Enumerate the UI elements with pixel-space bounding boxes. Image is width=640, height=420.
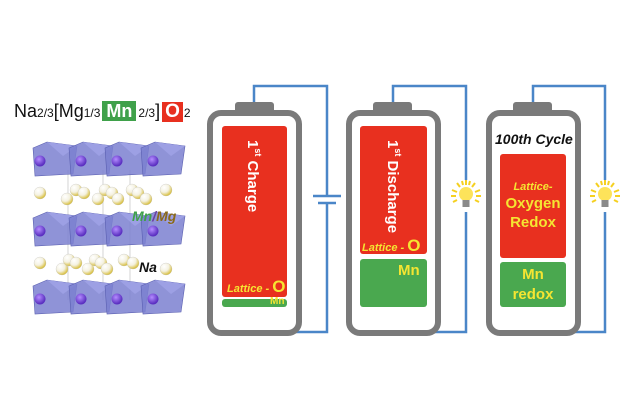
mn-atom [111,155,123,167]
battery-2-green-fill [360,259,427,307]
formula-mn-box: Mn [102,101,137,121]
mn-mg-label: Mn/Mg [132,208,176,224]
wire-3-top [531,84,607,180]
mn-atom [147,155,159,167]
na-label: Na [139,259,157,275]
battery-1-mn-label: Mn [270,296,285,307]
discharge-text: Discharge [384,156,401,234]
formula-o-box: O [162,102,183,122]
battery-1-red-fill [222,126,287,297]
formula-bracket-close: ] [155,101,161,121]
octahedron-face [83,142,113,156]
mn-atom [75,225,87,237]
battery-3-red-line3: Redox [510,214,556,231]
octahedron-face [83,212,113,226]
slash-label: / [152,208,157,224]
mn-atom [34,293,46,305]
battery-2-lattice-label: Lattice - O [362,236,420,256]
na-atom [60,192,74,206]
light-bulb-icon-2 [590,180,620,207]
battery-2-mn-label: Mn [398,262,420,279]
na-atom [33,256,47,270]
battery-3-green-line2: redox [512,286,554,303]
octahedron-face [119,280,149,294]
na-atom [81,262,95,276]
na-atom [100,262,114,276]
mn-atom [75,155,87,167]
battery-1-label: 1st Charge [244,140,263,212]
octahedron-face [83,280,113,294]
lattice-o: O [272,277,286,296]
na-atom [111,192,125,206]
charge-text: Charge [244,156,261,213]
wire-1-top [252,84,329,196]
mn-atom [75,293,87,305]
formula-mg: [Mg [53,101,84,121]
mn-atom [34,225,46,237]
light-bulb-icon-1 [451,180,481,207]
battery-1-lattice-label: Lattice - O [227,277,285,297]
octahedron-face [47,212,77,226]
battery-3-red-line2: Oxygen [505,195,561,212]
na-atom [91,192,105,206]
battery-3-red-line1: Lattice- [513,181,553,193]
formula-na: Na [14,101,38,121]
na-atom [33,186,47,200]
octahedron-face [47,280,77,294]
lattice-text: Lattice - [227,283,273,295]
octahedron-face [47,142,77,156]
octahedron-face [155,142,185,156]
mn-atom [147,225,159,237]
octahedron-face [155,280,185,294]
battery-3-red-fill [500,154,566,258]
mn-atom [34,155,46,167]
na-atom [159,262,173,276]
mn-atom [147,293,159,305]
wire-2-top [391,84,468,180]
na-atom [77,186,91,200]
mn-label: Mn [132,208,153,224]
na-atom [55,262,69,276]
formula-mg-sub: 1/3 [83,106,101,120]
battery-3-title: 100th Cycle [495,131,573,147]
ordinal-sup: st [253,148,263,157]
formula-na-sub: 2/3 [37,106,54,120]
ordinal-number: 1 [244,140,261,149]
octahedron-face [119,142,149,156]
formula-o-sub: 2 [183,106,191,120]
mn-atom [111,293,123,305]
battery-2-red-fill [360,126,427,254]
lattice-o: O [407,236,421,255]
na-atom [126,256,140,270]
battery-2-label: 1st Discharge [384,140,403,233]
octahedron-face [119,212,149,226]
formula-mn-sub: 2/3 [138,106,156,120]
na-atom [139,192,153,206]
ordinal-number: 1 [384,140,401,149]
battery-3-green-fill [500,262,566,307]
ordinal-sup: st [393,148,403,157]
crystal-structure [32,141,186,315]
battery-3-green-line1: Mn [522,266,544,283]
battery-1-green-fill [222,299,287,307]
mg-label: Mg [156,208,177,224]
lattice-text: Lattice - [362,242,408,254]
octahedron-face [155,212,185,226]
na-atom [159,183,173,197]
na-atom [69,256,83,270]
mn-atom [111,225,123,237]
